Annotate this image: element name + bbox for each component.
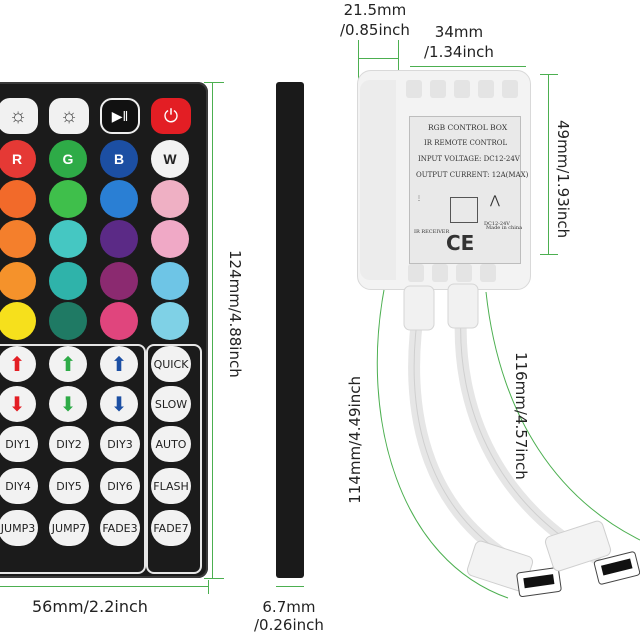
label-line: INPUT VOLTAGE: DC12-24V [418,155,520,163]
thickness-line [276,586,304,587]
cable-left-dim-line [376,289,509,599]
slow-button[interactable]: SLOW [151,386,191,422]
strain-relief-left [403,285,435,331]
remote-width-line [0,586,208,587]
white-button[interactable]: W [151,140,189,178]
blue-button[interactable]: B [100,140,138,178]
sun-icon: ☼ [8,104,28,127]
box-width-line [410,66,526,67]
green-up-button[interactable]: ⬆ [49,346,87,382]
diy2-button[interactable]: DIY2 [49,426,89,462]
tick [540,74,558,75]
cable-width-line [358,58,398,59]
color-button[interactable] [151,220,189,258]
arrow-up-icon: ⬆ [8,353,26,376]
thickness-label: 6.7mm /0.26inch [254,598,324,634]
product-label: RGB CONTROL BOX IR REMOTE CONTROL INPUT … [409,116,528,264]
arrow-up-icon: ⬆ [110,353,128,376]
color-button[interactable] [0,262,36,300]
color-button[interactable] [100,302,138,340]
remote-side-view [276,82,304,578]
label-line: IR REMOTE CONTROL [424,139,508,147]
diy6-button[interactable]: DIY6 [100,468,140,504]
green-down-button[interactable]: ⬇ [49,386,87,422]
sun-dim-icon: ☼ [59,104,79,127]
color-button[interactable] [49,262,87,300]
play-pause-icon: ▶‖ [111,107,129,124]
color-button[interactable] [151,262,189,300]
tick [398,40,399,80]
connector-right [544,520,640,585]
wire-glyphs: ⋮ [416,195,422,202]
diy3-button[interactable]: DIY3 [100,426,140,462]
mode-panel [146,344,202,574]
cable-width-label: 21.5mm /0.85inch [340,1,410,39]
power-button[interactable]: ⏻ [151,98,191,134]
quick-button[interactable]: QUICK [151,346,191,382]
arrow-up-icon: ⬆ [59,353,77,376]
label-title: RGB CONTROL BOX [428,123,508,132]
color-button[interactable] [0,180,36,218]
arrow-down-icon: ⬇ [8,393,26,416]
connector-left [466,540,562,598]
box-bottom-ridges [400,258,524,284]
color-button[interactable] [151,180,189,218]
cable-left-label: 114mm/4.49inch [346,376,364,504]
jump7-button[interactable]: JUMP7 [49,510,89,546]
auto-button[interactable]: AUTO [151,426,191,462]
ir-remote: ☼ ☼ ▶‖ ⏻ R G B W ⬆ ⬆ ⬆ QUICK ⬇ ⬇ ⬇ SLOW … [0,82,208,578]
red-button[interactable]: R [0,140,36,178]
color-button[interactable] [100,262,138,300]
antenna-icon: ⋀ [490,193,500,207]
tick [204,578,224,579]
green-button[interactable]: G [49,140,87,178]
box-side [360,80,396,280]
brightness-down-button[interactable]: ☼ [49,98,89,134]
red-up-button[interactable]: ⬆ [0,346,36,382]
box-width-label: 34mm /1.34inch [424,23,494,61]
flash-button[interactable]: FLASH [151,468,191,504]
blue-up-button[interactable]: ⬆ [100,346,138,382]
wiring-diagram-icon [450,197,478,223]
color-button[interactable] [0,302,36,340]
play-pause-button[interactable]: ▶‖ [100,98,140,134]
arrow-down-icon: ⬇ [110,393,128,416]
label-line: OUTPUT CURRENT: 12A(MAX) [416,171,529,179]
remote-height-label: 124mm/4.88inch [226,250,244,378]
cable-right [454,299,603,566]
remote-width-label: 56mm/2.2inch [32,597,148,616]
fade3-button[interactable]: FADE3 [100,510,140,546]
red-down-button[interactable]: ⬇ [0,386,36,422]
box-height-label: 49mm/1.93inch [554,120,572,239]
fade7-button[interactable]: FADE7 [151,510,191,546]
box-ridges [398,76,522,102]
cable-right-label: 116mm/4.57inch [512,352,530,480]
box-height-line [548,74,549,254]
tick [540,254,558,255]
strain-relief-right [447,283,479,329]
color-button[interactable] [100,220,138,258]
remote-height-line [212,82,213,578]
diy4-button[interactable]: DIY4 [0,468,38,504]
tick [204,82,224,83]
color-button[interactable] [49,302,87,340]
blue-down-button[interactable]: ⬇ [100,386,138,422]
color-button[interactable] [0,220,36,258]
ce-mark: CE [446,231,475,255]
arrow-down-icon: ⬇ [59,393,77,416]
jump3-button[interactable]: JUMP3 [0,510,38,546]
diy1-button[interactable]: DIY1 [0,426,38,462]
tick [208,580,209,594]
brightness-up-button[interactable]: ☼ [0,98,38,134]
color-button[interactable] [49,220,87,258]
power-icon: ⏻ [163,105,179,126]
cable-right-dim-line [485,291,640,541]
diy5-button[interactable]: DIY5 [49,468,89,504]
tick [358,40,359,80]
diy-panel [0,344,146,574]
color-button[interactable] [100,180,138,218]
color-button[interactable] [49,180,87,218]
color-button[interactable] [151,302,189,340]
